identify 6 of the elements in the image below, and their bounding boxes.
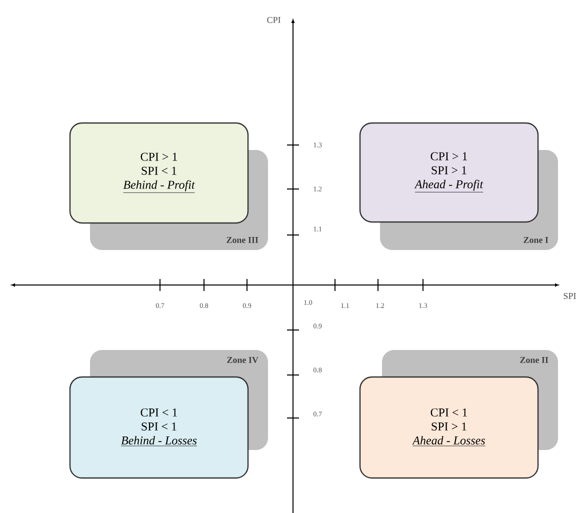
quadrant-box: CPI < 1 SPI < 1 Behind - Losses bbox=[69, 376, 249, 479]
quadrant-box: CPI < 1 SPI > 1 Ahead - Losses bbox=[359, 376, 539, 479]
axis-title: CPI bbox=[267, 16, 280, 24]
axis-title: SPI bbox=[564, 292, 576, 300]
quadrant-box: CPI > 1 SPI > 1 Ahead - Profit bbox=[359, 122, 539, 223]
quadrant-box: CPI > 1 SPI < 1 Behind - Profit bbox=[69, 122, 249, 224]
